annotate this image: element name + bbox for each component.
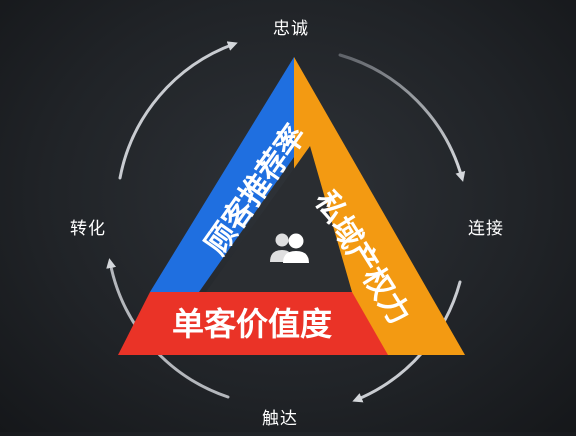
blue-band (150, 57, 325, 292)
inner-triangle (206, 146, 352, 292)
cycle-arrow-top-left (118, 41, 238, 180)
red-band (118, 292, 388, 355)
cycle-node-bottom: 触达 (262, 409, 298, 429)
cycle-arrow-top-right (338, 53, 466, 182)
cycle-node-left: 转化 (70, 219, 106, 239)
cycle-node-right: 连接 (468, 219, 504, 239)
cycle-node-top: 忠诚 (273, 19, 309, 39)
users-icon (270, 233, 309, 263)
red-band-label: 单客价值度 (172, 305, 332, 343)
